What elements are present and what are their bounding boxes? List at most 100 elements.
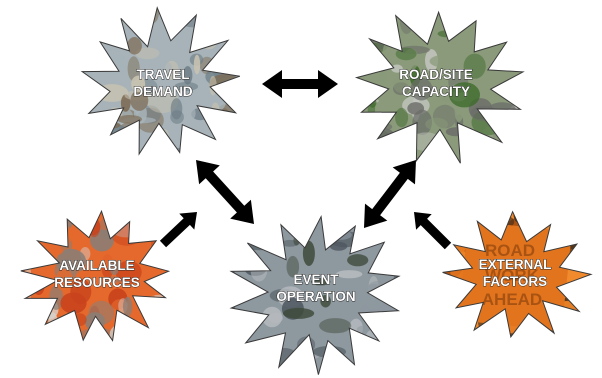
photo-texture [227,85,240,104]
road-site-capacity-label-line1: ROAD/SITE [399,67,473,82]
photo-texture [393,268,399,294]
photo-texture [357,151,383,161]
available-resources-label-line1: AVAILABLE [59,258,134,273]
photo-texture [78,211,87,228]
event-operation-burst: EVENT OPERATION [230,216,400,376]
photo-texture [537,211,567,230]
photo-texture [322,261,337,274]
photo-texture [382,223,395,236]
event-operation-label-line2: OPERATION [276,289,355,304]
photo-texture [83,9,103,35]
photo-texture [82,30,100,43]
photo-texture [32,276,45,295]
photo-texture [356,17,362,38]
photo-texture [225,8,240,15]
photo-texture [154,63,163,78]
photo-texture [163,148,175,155]
photo-texture [388,340,399,351]
photo-texture [503,17,523,44]
photo-texture [174,82,199,91]
event-operation-label-line1: EVENT [293,272,339,287]
photo-texture [130,90,149,111]
photo-texture [115,260,142,284]
photo-texture [88,31,102,40]
photo-texture [395,107,409,128]
photo-texture [460,329,480,337]
photo-texture [139,291,156,308]
photo-texture [179,13,208,28]
photo-texture [286,255,300,278]
photo-texture [87,335,105,341]
photo-texture [393,82,410,96]
photo-texture [395,134,407,158]
photo-texture [111,132,127,151]
photo-texture [117,115,142,124]
photo-texture [319,318,352,334]
double-arrow-demand-capacity [262,70,338,98]
travel-demand-label-line2: DEMAND [133,84,192,99]
photo-texture [103,214,128,226]
photo-texture [478,12,512,22]
photo-texture [395,47,417,61]
sign-text-ahead: AHEAD [482,290,542,309]
photo-texture [217,126,240,144]
photo-texture [449,82,480,108]
photo-texture [493,86,523,95]
photo-texture [201,36,217,50]
photo-texture [189,143,223,155]
photo-texture [146,89,179,113]
photo-texture [496,12,511,24]
photo-texture [287,357,304,374]
photo-texture [126,211,160,236]
photo-texture [24,215,50,224]
photo-texture [379,70,387,86]
photo-texture [82,87,103,104]
external-factors-label-line2: FACTORS [483,274,547,289]
photo-texture [198,138,207,155]
photo-texture [356,57,364,74]
photo-texture [27,229,50,249]
photo-texture [312,345,347,358]
photo-texture [302,240,315,266]
photo-texture [331,217,362,231]
photo-texture [367,311,385,329]
photo-texture [390,265,399,274]
photo-texture [442,311,456,330]
photo-texture [270,348,298,366]
photo-texture [370,353,395,363]
photo-texture [231,307,236,325]
photo-texture [480,326,504,337]
photo-texture [82,47,95,61]
photo-texture [393,75,409,93]
sign-text-work: WORK [485,266,540,285]
photo-texture [268,312,284,323]
photo-texture [131,75,146,93]
photo-texture [27,224,46,235]
photo-texture [537,212,544,232]
photo-texture [82,114,105,138]
photo-texture [429,54,458,68]
photo-texture [207,114,223,123]
photo-texture [24,263,32,287]
photo-texture [571,288,589,299]
sign-text-road: ROAD [485,241,535,260]
travel-demand-burst: TRAVEL DEMAND [81,7,241,155]
photo-texture [80,327,114,341]
road-site-capacity-burst: ROAD/SITE CAPACITY [356,11,524,164]
photo-texture [263,350,273,375]
photo-texture [134,12,152,32]
photo-texture [70,278,92,305]
arrow-external-to-capacity [414,212,452,250]
photo-texture [283,307,315,319]
photo-texture [72,211,87,222]
photo-texture [326,323,347,335]
photo-texture [127,56,140,82]
photo-texture [442,219,460,227]
photo-texture [109,259,119,276]
photo-texture [356,89,363,109]
available-resources-burst: AVAILABLE RESOURCES [20,210,170,341]
arrow-resources-to-demand [159,212,197,248]
photo-texture [135,47,160,60]
photo-texture [368,314,394,325]
photo-texture [495,118,523,129]
